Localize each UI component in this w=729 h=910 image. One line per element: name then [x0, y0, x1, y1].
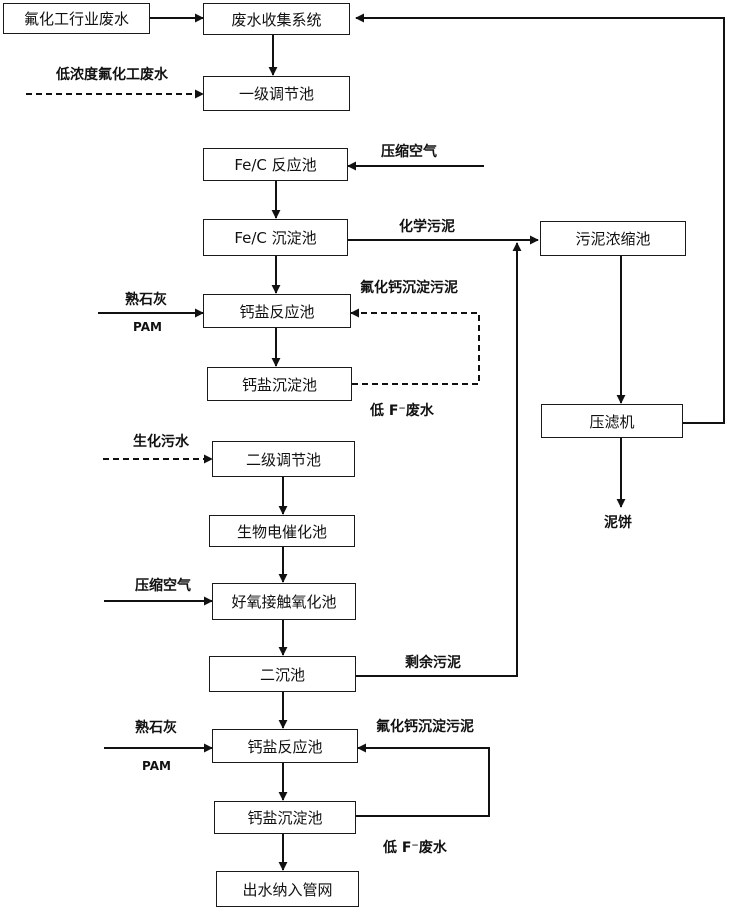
arrow-excess-sludge — [356, 242, 522, 677]
secondary-regulating-tank-box: 二级调节池 — [212, 441, 355, 477]
pam-1-label: PAM — [133, 320, 162, 334]
lime-2-label: 熟石灰 — [135, 720, 177, 736]
chemical-sludge-label: 化学污泥 — [399, 219, 455, 235]
arrow-filter-press-to-collection — [355, 13, 725, 424]
secondary-clarifier-box: 二沉池 — [209, 656, 356, 692]
bio-wastewater-label: 生化污水 — [133, 434, 189, 450]
low-f-wastewater-2-label: 低 F⁻废水 — [383, 840, 447, 856]
calcium-reactor-1-box: 钙盐反应池 — [203, 294, 351, 328]
low-f-wastewater-1-label: 低 F⁻废水 — [370, 403, 434, 419]
calcium-reactor-2-box: 钙盐反应池 — [212, 729, 358, 763]
calcium-settling-2-box: 钙盐沉淀池 — [214, 801, 356, 834]
arrow-caf2-return-1 — [350, 308, 480, 385]
fec-reactor-box: Fe/C 反应池 — [203, 148, 348, 181]
compressed-air-2-label: 压缩空气 — [135, 578, 191, 594]
sludge-cake-label: 泥饼 — [604, 515, 632, 531]
sludge-thickener-box: 污泥浓缩池 — [540, 221, 686, 256]
pam-2-label: PAM — [142, 759, 171, 773]
lime-1-label: 熟石灰 — [125, 292, 167, 308]
caf2-sludge-1-label: 氟化钙沉淀污泥 — [360, 280, 458, 296]
caf2-sludge-2-label: 氟化钙沉淀污泥 — [376, 719, 474, 735]
bio-electrocatalytic-tank-box: 生物电催化池 — [209, 515, 355, 547]
arrow-caf2-return-2 — [356, 743, 490, 817]
compressed-air-1-label: 压缩空气 — [381, 144, 437, 160]
low-conc-wastewater-label: 低浓度氟化工废水 — [56, 67, 168, 83]
effluent-box: 出水纳入管网 — [216, 871, 359, 907]
calcium-settling-1-box: 钙盐沉淀池 — [207, 367, 352, 401]
filter-press-box: 压滤机 — [541, 404, 683, 438]
fec-settling-tank-box: Fe/C 沉淀池 — [203, 219, 348, 256]
source-wastewater-box: 氟化工行业废水 — [3, 3, 150, 34]
excess-sludge-label: 剩余污泥 — [405, 655, 461, 671]
collection-system-box: 废水收集系统 — [203, 3, 350, 35]
primary-regulating-tank-box: 一级调节池 — [203, 76, 350, 111]
aerobic-contact-oxidation-box: 好氧接触氧化池 — [212, 583, 356, 620]
